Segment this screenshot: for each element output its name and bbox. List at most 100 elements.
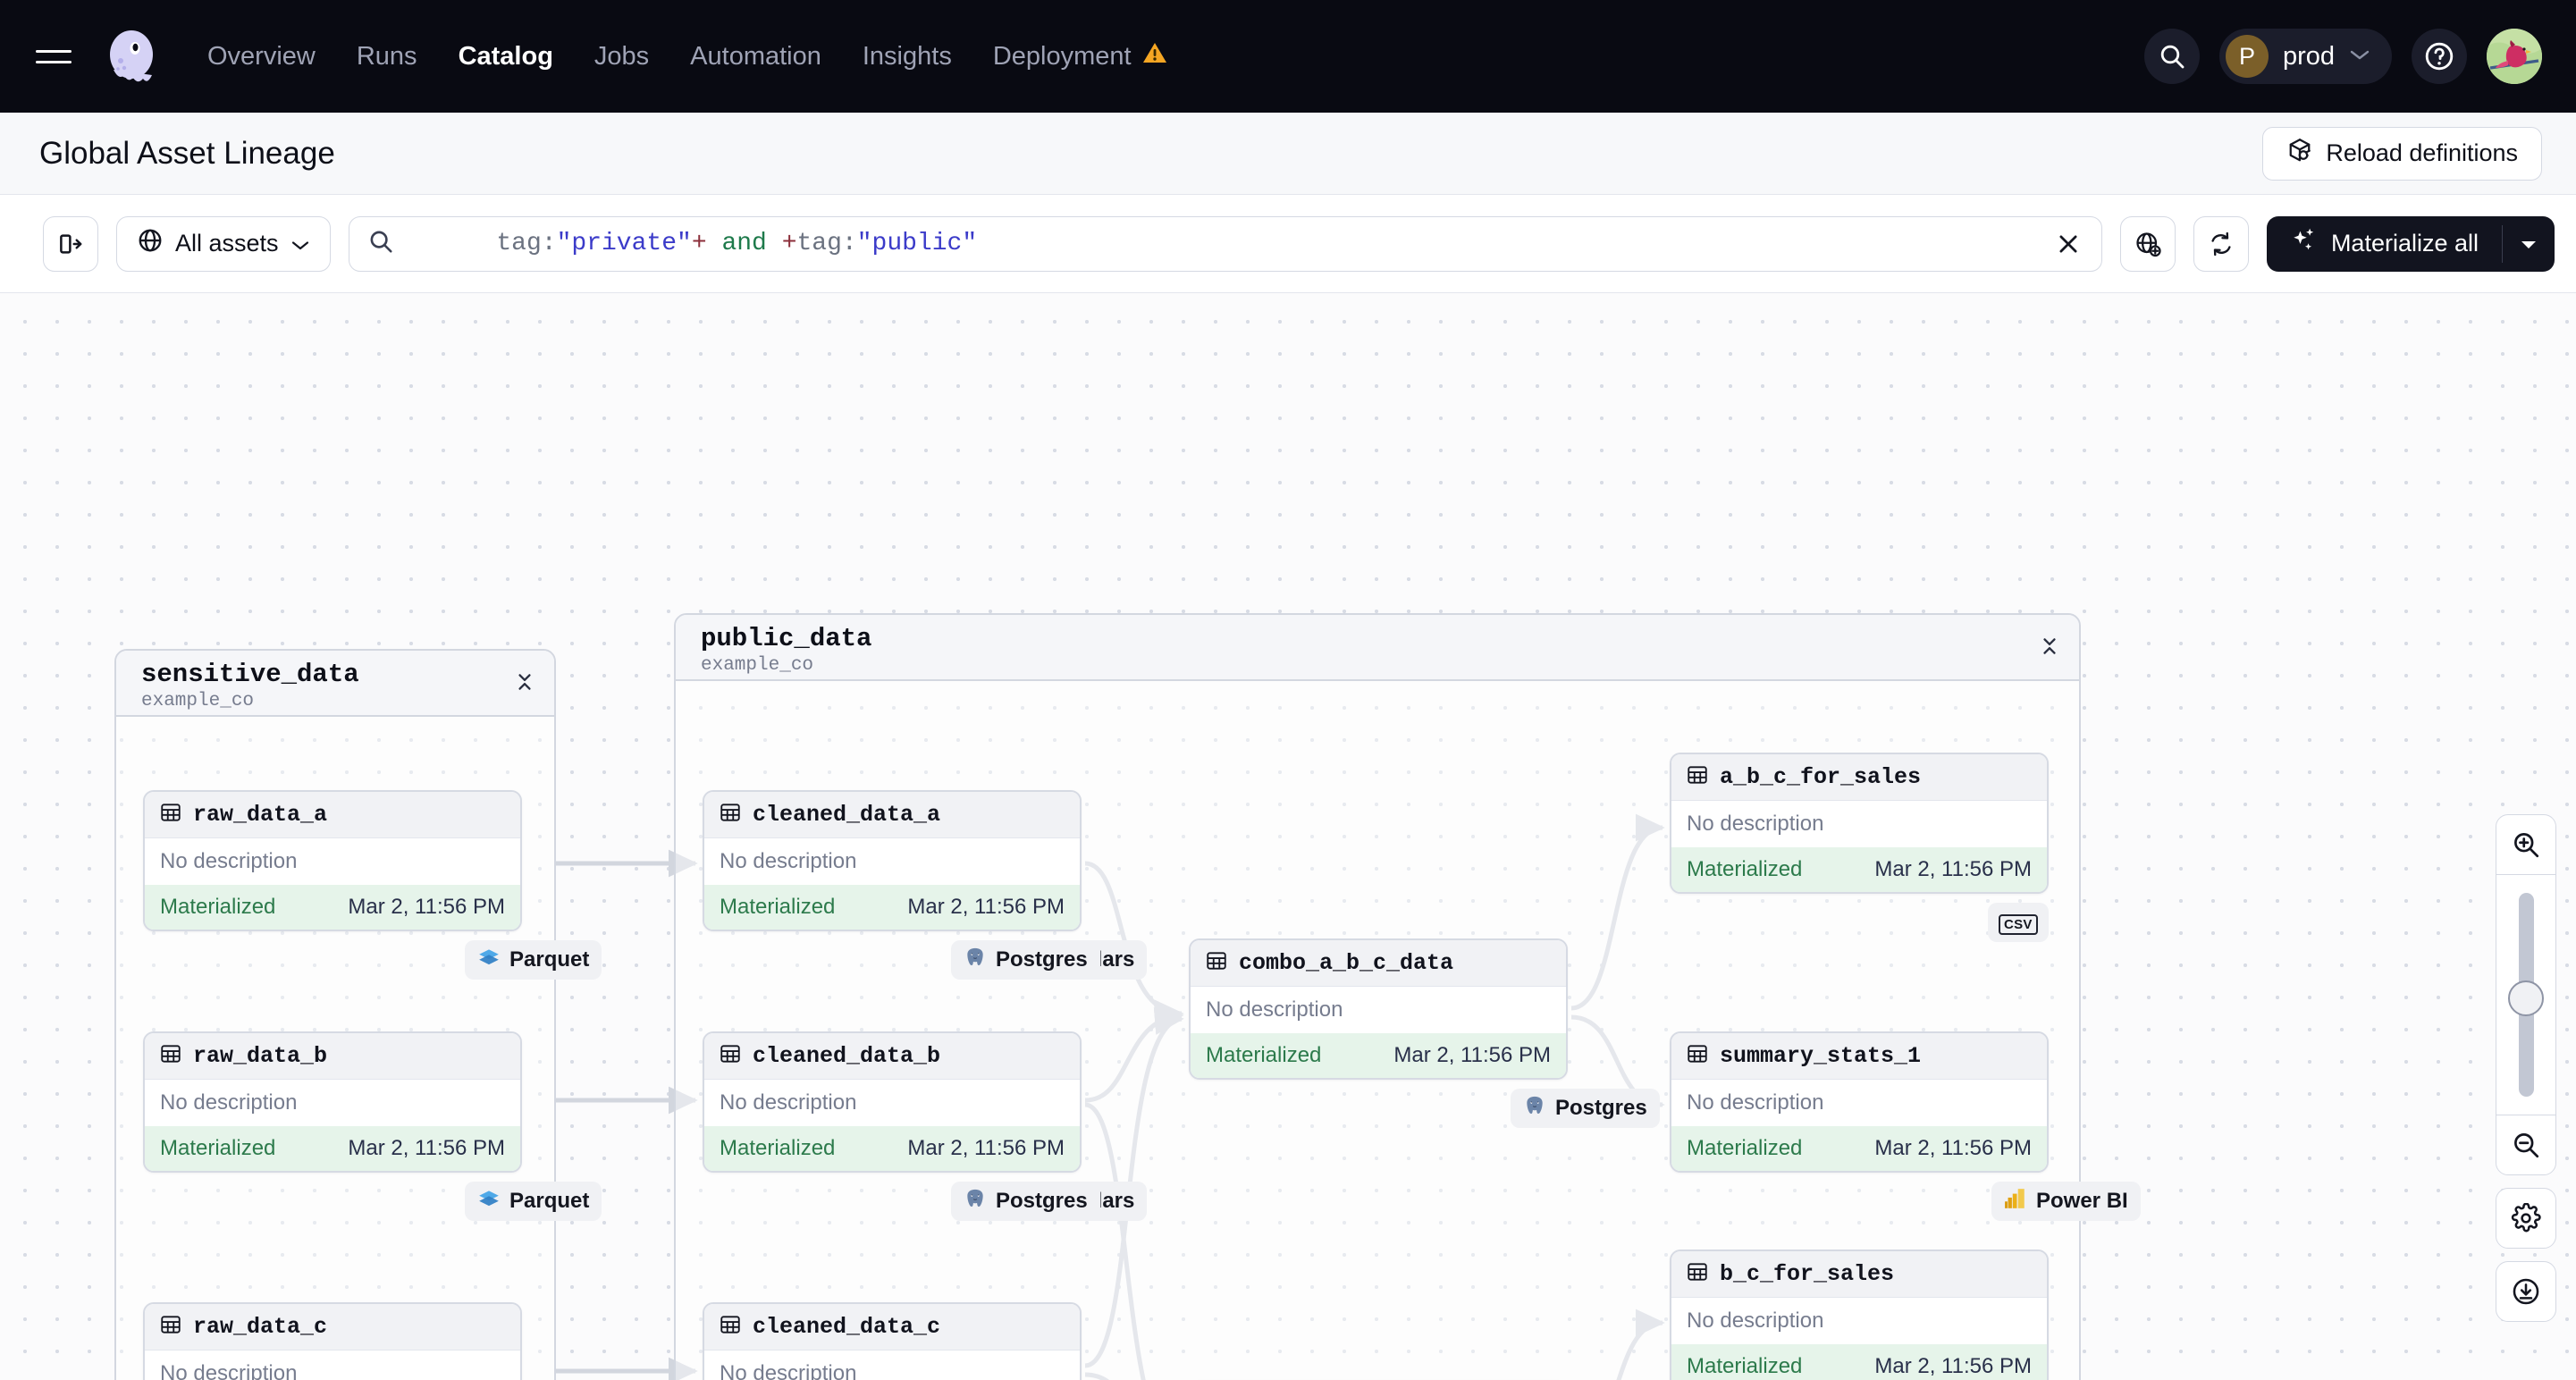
zoom-out-button[interactable]	[2496, 1115, 2555, 1174]
nav-right-cluster: P prod	[2143, 29, 2542, 84]
nav-link-catalog[interactable]: Catalog	[458, 41, 553, 71]
hamburger-menu-icon[interactable]	[36, 36, 77, 77]
asset-group-sensitive-data[interactable]: sensitive_data example_co	[114, 649, 556, 1380]
help-button[interactable]	[2412, 29, 2467, 84]
zoom-in-button[interactable]	[2496, 815, 2555, 874]
reload-definitions-button[interactable]: Reload definitions	[2262, 126, 2542, 181]
status-badge: Materialized	[160, 1136, 276, 1160]
asset-node-name: summary_stats_1	[1720, 1043, 1922, 1069]
asset-node-name: a_b_c_for_sales	[1720, 764, 1922, 790]
materialization-timestamp: Mar 2, 11:56 PM	[1874, 857, 2032, 881]
refresh-button[interactable]	[2193, 215, 2249, 272]
group-header: public_data example_co	[676, 615, 2079, 681]
table-icon	[1686, 763, 1709, 791]
asset-lineage-canvas[interactable]: sensitive_data example_co public_data ex…	[0, 293, 2576, 1380]
table-icon	[1205, 949, 1228, 977]
add-global-filter-button[interactable]	[2119, 215, 2176, 272]
asset-node[interactable]: raw_data_cNo descriptionMaterializedMar …	[143, 1302, 522, 1380]
global-search-button[interactable]	[2143, 29, 2200, 84]
asset-node-header: combo_a_b_c_data	[1191, 940, 1566, 987]
download-graph-button[interactable]	[2496, 1261, 2556, 1322]
dagster-logo-icon[interactable]	[102, 27, 161, 86]
table-icon	[719, 1042, 742, 1070]
asset-node-name: b_c_for_sales	[1720, 1261, 1895, 1287]
nav-link-automation[interactable]: Automation	[690, 41, 821, 71]
nav-link-deployment-label: Deployment	[992, 41, 1132, 71]
deployment-selector[interactable]: P prod	[2218, 29, 2392, 84]
search-token: +	[691, 230, 707, 257]
asset-search-box[interactable]: tag:"private"+ and +tag:"public"	[348, 215, 2102, 272]
top-navigation-bar: Overview Runs Catalog Jobs Automation In…	[0, 0, 2576, 113]
deployment-name: prod	[2282, 41, 2335, 71]
asset-tag-chip[interactable]: Postgres	[1511, 1089, 1660, 1128]
materialize-all-label: Materialize all	[2330, 230, 2479, 257]
nav-link-insights[interactable]: Insights	[862, 41, 952, 71]
materialization-timestamp: Mar 2, 11:56 PM	[348, 895, 505, 919]
asset-node-header: raw_data_b	[145, 1033, 520, 1080]
reload-box-icon	[2286, 137, 2313, 170]
asset-node-name: cleaned_data_b	[753, 1043, 941, 1069]
user-avatar[interactable]	[2487, 29, 2542, 84]
nav-link-runs[interactable]: Runs	[356, 41, 417, 71]
asset-node[interactable]: cleaned_data_cNo descriptionMaterialized…	[703, 1302, 1082, 1380]
materialization-timestamp: Mar 2, 11:56 PM	[907, 1136, 1065, 1160]
table-icon	[719, 1313, 742, 1341]
asset-tag-chip[interactable]: Parquet	[465, 1182, 602, 1221]
asset-tag-chip[interactable]: CSV	[1988, 903, 2049, 942]
nav-link-deployment[interactable]: Deployment	[993, 41, 1167, 72]
asset-tag-chip[interactable]: Postgres	[951, 940, 1100, 980]
asset-node-description: No description	[1191, 987, 1566, 1033]
collapse-group-icon[interactable]	[513, 661, 536, 698]
asset-tag-chip[interactable]: Power BI	[1991, 1182, 2141, 1221]
status-badge: Materialized	[720, 895, 836, 919]
table-icon	[159, 1313, 182, 1341]
status-badge: Materialized	[1687, 1354, 1803, 1378]
group-title: public_data	[701, 624, 872, 653]
asset-tag-label: Postgres	[996, 1189, 1088, 1213]
materialization-timestamp: Mar 2, 11:56 PM	[907, 895, 1065, 919]
postgres-icon	[964, 1187, 987, 1216]
asset-tag-label: Parquet	[509, 947, 590, 972]
nav-link-jobs[interactable]: Jobs	[593, 41, 650, 71]
nav-link-overview[interactable]: Overview	[207, 41, 316, 71]
search-input[interactable]: tag:"private"+ and +tag:"public"	[407, 202, 978, 285]
asset-node-description: No description	[1671, 1080, 2047, 1126]
asset-node-header: cleaned_data_b	[704, 1033, 1080, 1080]
graph-settings-button[interactable]	[2496, 1188, 2556, 1249]
csv-icon: CSV	[1999, 910, 2038, 935]
postgres-icon	[964, 946, 987, 975]
sidebar-toggle-button[interactable]	[43, 215, 98, 272]
asset-scope-selector[interactable]: All assets	[116, 215, 331, 272]
asset-tag-chip[interactable]: Parquet	[465, 940, 602, 980]
search-token: tag:	[496, 230, 557, 257]
materialize-all-main[interactable]: Materialize all	[2267, 216, 2502, 272]
search-token: "public"	[856, 230, 978, 257]
asset-node-header: a_b_c_for_sales	[1671, 754, 2047, 801]
asset-node-description: No description	[145, 1351, 520, 1380]
materialization-timestamp: Mar 2, 11:56 PM	[1393, 1043, 1551, 1067]
group-header-text: public_data example_co	[701, 624, 872, 676]
hamburger-line	[36, 49, 72, 53]
zoom-slider[interactable]	[2496, 874, 2555, 1115]
materialize-dropdown-caret[interactable]	[2503, 216, 2555, 272]
asset-tag-label: Parquet	[509, 1189, 590, 1213]
clear-search-icon[interactable]	[2051, 227, 2085, 261]
collapse-group-icon[interactable]	[2038, 626, 2061, 662]
primary-nav-links: Overview Runs Catalog Jobs Automation In…	[207, 41, 1167, 72]
materialize-all-button[interactable]: Materialize all	[2266, 215, 2555, 272]
asset-node-status-row: Materialized Mar 2, 11:56 PM	[704, 885, 1080, 930]
zoom-slider-thumb[interactable]	[2508, 980, 2544, 1016]
asset-tag-chip[interactable]: Postgres	[951, 1182, 1100, 1221]
search-token: tag:	[796, 230, 857, 257]
